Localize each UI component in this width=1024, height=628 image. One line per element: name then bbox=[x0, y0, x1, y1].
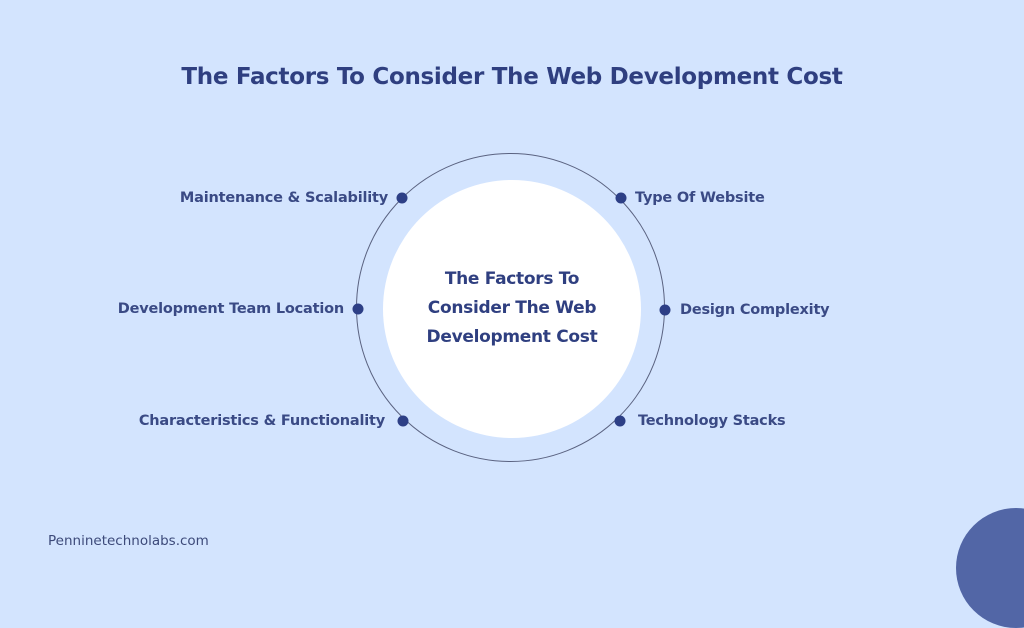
center-label: The Factors To Consider The Web Developm… bbox=[426, 268, 598, 347]
factor-label-team-location: Development Team Location bbox=[117, 301, 344, 317]
factor-dot-technology-stacks bbox=[614, 415, 626, 427]
factor-dot-characteristics bbox=[397, 415, 409, 427]
diagram-title: The Factors To Consider The Web Developm… bbox=[181, 64, 843, 90]
factor-label-website-type: Type Of Website bbox=[635, 190, 765, 206]
footer-site-name: Penninetechnolabs.com bbox=[48, 533, 209, 549]
factor-label-characteristics: Characteristics & Functionality bbox=[138, 413, 385, 429]
factor-label-design-complexity: Design Complexity bbox=[680, 302, 830, 318]
factor-dot-maintenance bbox=[396, 192, 408, 204]
corner-decoration bbox=[956, 508, 1024, 628]
factor-dot-website-type bbox=[615, 192, 627, 204]
center-circle: The Factors To Consider The Web Developm… bbox=[383, 180, 641, 438]
factor-label-technology-stacks: Technology Stacks bbox=[638, 413, 786, 429]
factor-dot-design-complexity bbox=[659, 304, 671, 316]
factor-label-maintenance: Maintenance & Scalability bbox=[179, 190, 388, 206]
factor-dot-team-location bbox=[352, 303, 364, 315]
